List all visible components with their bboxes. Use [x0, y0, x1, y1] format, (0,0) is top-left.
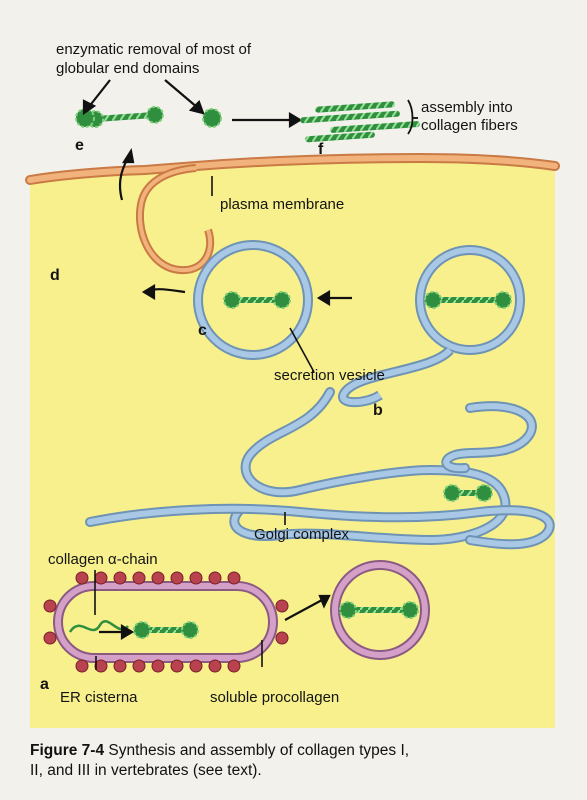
step-d-label: d: [50, 267, 60, 284]
ribosome: [151, 571, 165, 585]
leader-lines: [94, 176, 315, 670]
ribosome: [75, 571, 89, 585]
collagen-alpha-chain-label: collagen α-chain: [48, 551, 158, 568]
step-a-label: a: [40, 676, 49, 693]
ribosome: [43, 631, 57, 645]
plasma-membrane-label: plasma membrane: [220, 196, 345, 213]
er-cisterna: [53, 581, 278, 663]
procollagen-molecule: [339, 601, 419, 619]
step-c-label: c: [198, 322, 207, 339]
ribosome: [227, 571, 241, 585]
ribosome: [132, 659, 146, 673]
procollagen-molecule: [443, 484, 493, 502]
ribosome: [208, 571, 222, 585]
ribosome: [113, 571, 127, 585]
collagen-alpha-chain: [68, 620, 129, 633]
assembly-label-line2: collagen fibers: [421, 117, 518, 134]
soluble-procollagen-label: soluble procollagen: [210, 689, 340, 706]
caption-line2: II, and III in vertebrates (see text).: [30, 762, 262, 779]
figure-label: Figure 7-4: [30, 742, 105, 759]
ribosome: [170, 571, 184, 585]
golgi-complex-label: Golgi complex: [254, 526, 350, 543]
procollagen-molecule: [86, 105, 164, 129]
ribosome: [227, 659, 241, 673]
procollagen-molecule: [133, 621, 199, 639]
ribosome: [208, 659, 222, 673]
ribosome: [151, 659, 165, 673]
ribosome-group: [43, 571, 289, 673]
enzymatic-removal-label-line2: globular end domains: [56, 60, 200, 77]
ribosome: [94, 571, 108, 585]
step-f-label: f: [318, 141, 324, 158]
cleaved-end-domain: [202, 108, 222, 128]
procollagen-molecule: [424, 291, 512, 309]
procollagen-molecule: [223, 291, 291, 309]
ribosome: [189, 571, 203, 585]
golgi-complex: [85, 387, 555, 550]
ribosome: [43, 599, 57, 613]
step-e-label: e: [75, 137, 84, 154]
assembly-label-line1: assembly into: [421, 99, 513, 116]
ribosome: [113, 659, 127, 673]
process-arrows: [82, 79, 352, 640]
ribosome: [189, 659, 203, 673]
enzymatic-removal-label-line1: enzymatic removal of most of: [56, 41, 252, 58]
ribosome: [275, 599, 289, 613]
ribosome: [275, 631, 289, 645]
er-cisterna-label: ER cisterna: [60, 689, 138, 706]
step-b-label: b: [373, 402, 383, 419]
ribosome: [75, 659, 89, 673]
figure-caption: Figure 7-4 Synthesis and assembly of col…: [30, 741, 570, 781]
ribosome: [132, 571, 146, 585]
collagen-fibers: [300, 101, 420, 143]
ribosome: [94, 659, 108, 673]
procollagen-group: [75, 105, 512, 639]
caption-line1: Synthesis and assembly of collagen types…: [108, 742, 410, 759]
ribosome: [170, 659, 184, 673]
secretion-vesicle-label: secretion vesicle: [274, 367, 385, 384]
